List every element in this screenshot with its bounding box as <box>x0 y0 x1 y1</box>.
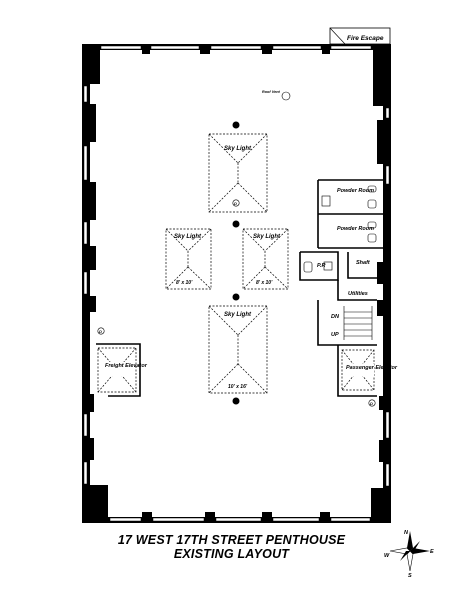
svg-text:W: W <box>384 553 390 559</box>
fire-escape: Fire Escape <box>329 27 391 45</box>
svg-text:DN: DN <box>331 314 340 320</box>
svg-text:10' x 16': 10' x 16' <box>228 384 248 390</box>
svg-text:Sky Light: Sky Light <box>174 234 202 240</box>
svg-text:8' x 10': 8' x 10' <box>176 280 193 286</box>
roof-vent: Roof Vent <box>262 90 291 101</box>
svg-text:Utilities: Utilities <box>348 291 368 297</box>
svg-text:Fire Escape: Fire Escape <box>347 35 384 42</box>
svg-text:Freight Elevator: Freight Elevator <box>105 363 148 369</box>
exterior-walls <box>82 44 391 523</box>
stairs <box>343 306 373 340</box>
svg-text:P.R: P.R <box>317 263 325 269</box>
svg-text:D: D <box>234 201 237 206</box>
svg-text:Roof Vent: Roof Vent <box>262 90 281 94</box>
skylight-bottom <box>208 305 268 394</box>
compass-rose: N S E W <box>384 530 434 579</box>
drain-marker <box>232 199 240 207</box>
svg-text:8' x 10': 8' x 10' <box>256 280 273 286</box>
drain-marker <box>368 399 376 407</box>
plan-title: 17 WEST 17TH STREET PENTHOUSE <box>117 533 346 547</box>
svg-text:Shaft: Shaft <box>356 260 371 266</box>
fixtures <box>303 185 377 273</box>
svg-text:E: E <box>430 549 434 555</box>
windows <box>83 45 390 522</box>
svg-text:D: D <box>370 401 373 406</box>
svg-text:Powder Room: Powder Room <box>337 188 374 194</box>
drain-marker <box>97 327 105 335</box>
skylight-top <box>208 133 268 213</box>
freight-elevator <box>96 343 141 397</box>
svg-text:N: N <box>404 530 409 536</box>
columns <box>232 121 240 405</box>
svg-text:Sky Light: Sky Light <box>224 146 252 152</box>
svg-text:D: D <box>99 329 102 334</box>
svg-text:S: S <box>408 573 412 579</box>
svg-text:Passenger Elevator: Passenger Elevator <box>346 365 398 371</box>
skylight-right <box>242 228 289 290</box>
svg-text:Powder Room: Powder Room <box>337 226 374 232</box>
skylight-left <box>165 228 212 290</box>
service-core-walls <box>299 179 383 397</box>
plan-subtitle: EXISTING LAYOUT <box>173 547 290 561</box>
svg-text:Sky Light: Sky Light <box>224 312 252 318</box>
svg-text:UP: UP <box>331 332 339 338</box>
svg-text:Sky Light: Sky Light <box>253 234 281 240</box>
